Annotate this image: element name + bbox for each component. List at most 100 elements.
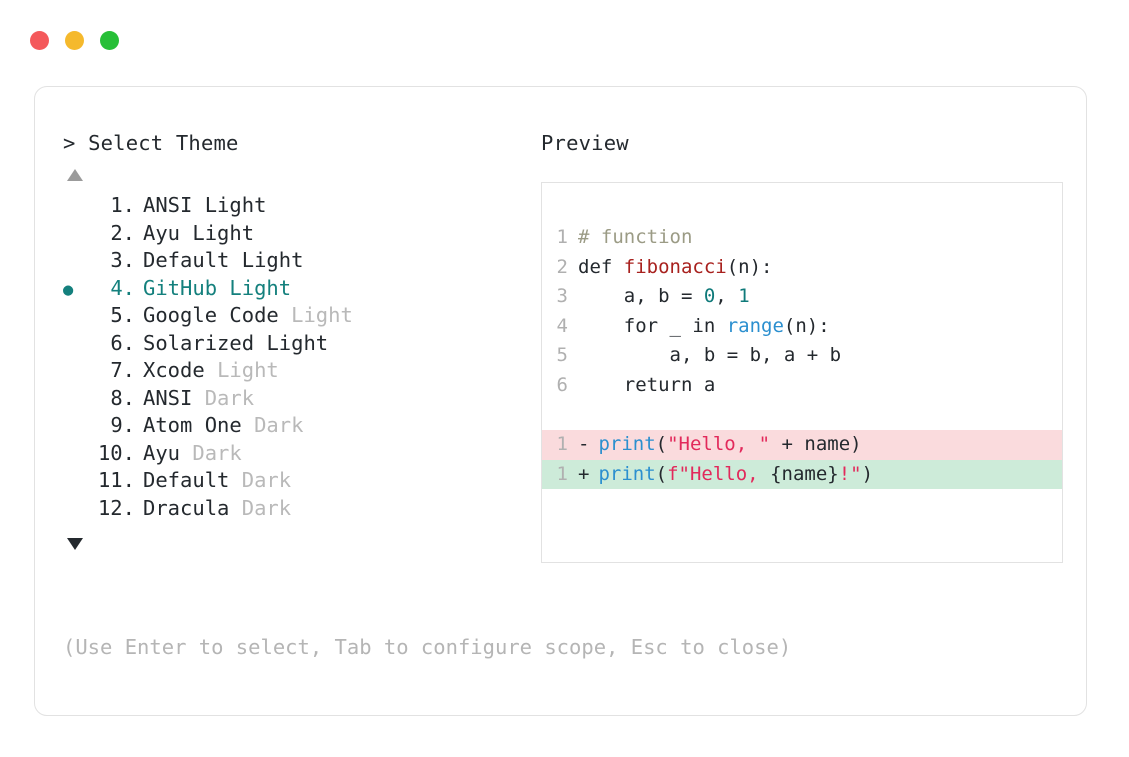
theme-variant: Dark [204,385,255,410]
code-token: ( [655,462,668,485]
name-variant-space [217,275,229,303]
code-token: ) [861,462,874,485]
line-number: 6 [556,373,568,396]
code-token: fibonacci [623,255,727,278]
name-variant-space [254,330,266,358]
code-text: # function [578,223,692,253]
code-token: # function [578,226,693,248]
line-number: 5 [556,344,568,367]
code-line: 3 a, b = 0, 1 [542,282,1062,312]
diff-line-number: 1 [556,462,568,485]
name-variant-space [192,192,204,220]
theme-name: Atom One [143,413,242,437]
window-traffic-lights [30,31,119,50]
theme-index: 10. [97,440,135,465]
code-line: 1 # function [542,223,1062,253]
code-line: 4 for _ in range(n): [542,312,1062,342]
diff-line-plus: 1 + print(f"Hello, {name}!") [542,459,1062,490]
theme-name: Default [143,468,230,492]
code-text: def fibonacci(n): [578,253,772,283]
minimize-button-dot[interactable] [65,31,84,50]
triangle-up-icon[interactable] [67,169,83,181]
theme-variant: Dark [241,468,292,492]
code-token: print [598,462,656,485]
code-text: a, b = 0, 1 [578,282,750,312]
theme-name: Default [143,248,230,272]
theme-variant: Light [217,358,279,382]
theme-name: Dracula [143,495,230,520]
code-token: (n): [726,255,773,278]
diff-block: 1-print("Hello, " + name)1+print(f"Hello… [542,430,1062,490]
theme-name: Xcode [143,358,205,382]
diff-marker: + [578,462,590,485]
code-token: "Hello, " [667,433,771,456]
name-variant-space [180,220,192,248]
code-token: !" [838,462,862,485]
theme-variant: Dark [192,440,242,465]
theme-name: Ayu [143,440,181,465]
theme-list-item[interactable]: 11.Default Dark [63,467,533,495]
triangle-down-icon[interactable] [67,538,83,550]
theme-name: Solarized [143,330,255,355]
theme-variant: Light [266,330,329,355]
theme-list-item[interactable]: 9.Atom One Dark [63,412,533,440]
diff-code-text: print(f"Hello, {name}!") [598,460,873,490]
theme-list-item[interactable]: 8.ANSI Dark [63,385,533,413]
code-token: 0 [703,285,716,308]
code-token: range [726,314,784,337]
maximize-button-dot[interactable] [100,31,119,50]
theme-index: 5. [110,303,135,327]
name-variant-space [229,247,241,275]
close-button-dot[interactable] [30,31,49,50]
name-variant-space [229,495,241,523]
name-variant-space [229,467,241,495]
code-token: return a [578,373,716,396]
diff-code-text: print("Hello, " + name) [598,430,861,460]
diff-line-minus: 1-print("Hello, " + name) [542,430,1062,460]
theme-list-item[interactable]: 2.Ayu Light [63,220,533,248]
theme-list-item[interactable]: 10. Ayu Dark [63,440,533,468]
code-text: a, b = b, a + b [578,341,842,371]
theme-list-item[interactable]: 3. Default Light [63,247,533,275]
theme-variant: Light [204,193,267,217]
theme-list-item[interactable]: ●4.GitHub Light [63,275,533,303]
theme-index: 3. [110,248,135,272]
line-number: 2 [556,255,568,278]
theme-variant: Light [241,248,304,272]
theme-variant: Light [192,220,255,245]
theme-list-item[interactable]: 12.Dracula Dark [63,495,533,523]
theme-list-item[interactable]: 1.ANSI Light [63,192,533,220]
name-variant-space [180,440,192,468]
selected-bullet-icon: ● [63,279,74,300]
theme-list-item[interactable]: 6. Solarized Light [63,330,533,358]
line-number: 3 [556,285,568,308]
code-token: a, b = b, a + b [578,344,842,367]
page-title: > Select Theme [63,131,533,155]
theme-variant: Light [229,275,292,300]
diff-marker: - [578,433,590,456]
theme-list-item[interactable]: 7. Xcode Light [63,357,533,385]
code-line: 6 return a [542,371,1062,401]
code-token: f"Hello, [667,462,771,485]
code-token: ( [655,433,668,456]
line-number: 1 [556,226,568,248]
theme-index: 4. [110,275,135,300]
code-token: print [598,433,656,456]
name-variant-space [242,412,254,440]
code-line: 5 a, b = b, a + b [542,341,1062,371]
theme-index: 8. [110,385,135,410]
theme-index: 6. [110,330,135,355]
theme-list-item[interactable]: 5.Google Code Light [63,302,533,330]
code-token: a, b = [578,285,704,308]
name-variant-space [205,357,217,385]
theme-variant: Dark [241,495,292,520]
code-token: 1 [738,285,750,308]
code-line: 2 def fibonacci(n): [542,253,1062,283]
name-variant-space [192,385,204,413]
theme-index: 7. [110,358,135,382]
code-token: def [578,255,624,278]
